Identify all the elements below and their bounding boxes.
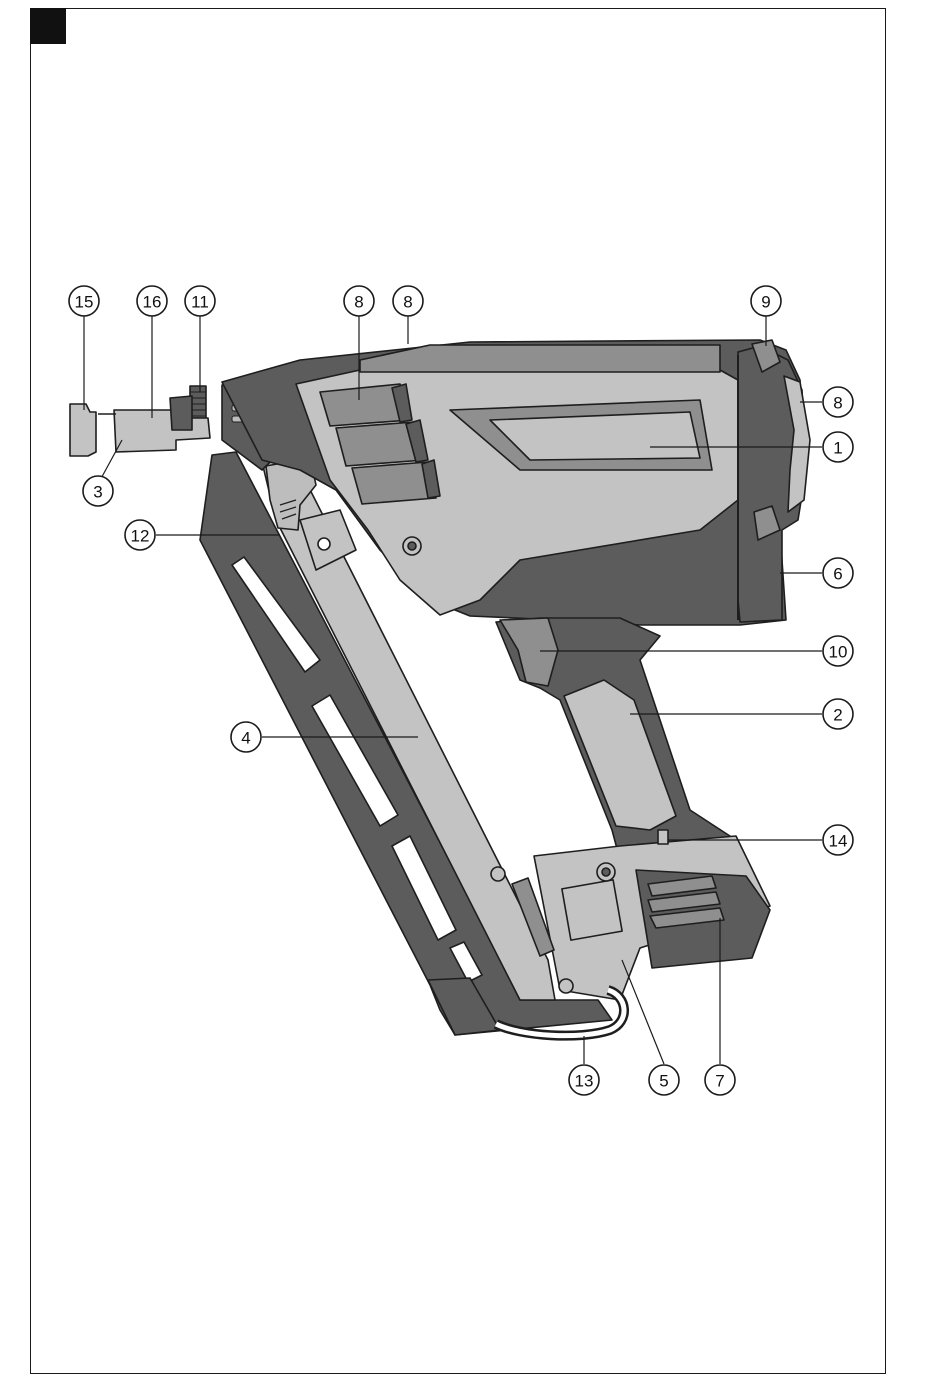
svg-text:5: 5 <box>659 1072 668 1091</box>
callout-8-top-b: 8 <box>393 286 423 316</box>
callout-16: 16 <box>137 286 167 316</box>
svg-text:4: 4 <box>241 729 250 748</box>
svg-text:13: 13 <box>575 1072 594 1091</box>
svg-text:3: 3 <box>93 483 102 502</box>
callout-3: 3 <box>83 476 113 506</box>
svg-text:8: 8 <box>354 293 363 312</box>
svg-text:12: 12 <box>131 527 150 546</box>
callout-9: 9 <box>751 286 781 316</box>
callout-15: 15 <box>69 286 99 316</box>
svg-text:9: 9 <box>761 293 770 312</box>
svg-text:7: 7 <box>715 1072 724 1091</box>
callout-2: 2 <box>823 699 853 729</box>
svg-text:8: 8 <box>403 293 412 312</box>
callout-5: 5 <box>649 1065 679 1095</box>
svg-text:1: 1 <box>833 439 842 458</box>
svg-text:14: 14 <box>829 832 848 851</box>
nose-cap <box>70 404 96 456</box>
svg-text:6: 6 <box>833 565 842 584</box>
callout-11: 11 <box>185 286 215 316</box>
callout-13: 13 <box>569 1065 599 1095</box>
svg-text:15: 15 <box>75 293 94 312</box>
callout-8-rear: 8 <box>823 387 853 417</box>
svg-text:2: 2 <box>833 706 842 725</box>
svg-text:10: 10 <box>829 643 848 662</box>
callout-7: 7 <box>705 1065 735 1095</box>
battery-release-button <box>562 880 622 940</box>
callout-12: 12 <box>125 520 155 550</box>
tool-illustration <box>70 340 810 1036</box>
callout-6: 6 <box>823 558 853 588</box>
callout-14: 14 <box>823 825 853 855</box>
callout-10: 10 <box>823 636 853 666</box>
svg-text:11: 11 <box>191 293 209 312</box>
svg-text:8: 8 <box>833 394 842 413</box>
svg-text:16: 16 <box>143 293 162 312</box>
callout-8-top-a: 8 <box>344 286 374 316</box>
callout-4: 4 <box>231 722 261 752</box>
callout-1: 1 <box>823 432 853 462</box>
